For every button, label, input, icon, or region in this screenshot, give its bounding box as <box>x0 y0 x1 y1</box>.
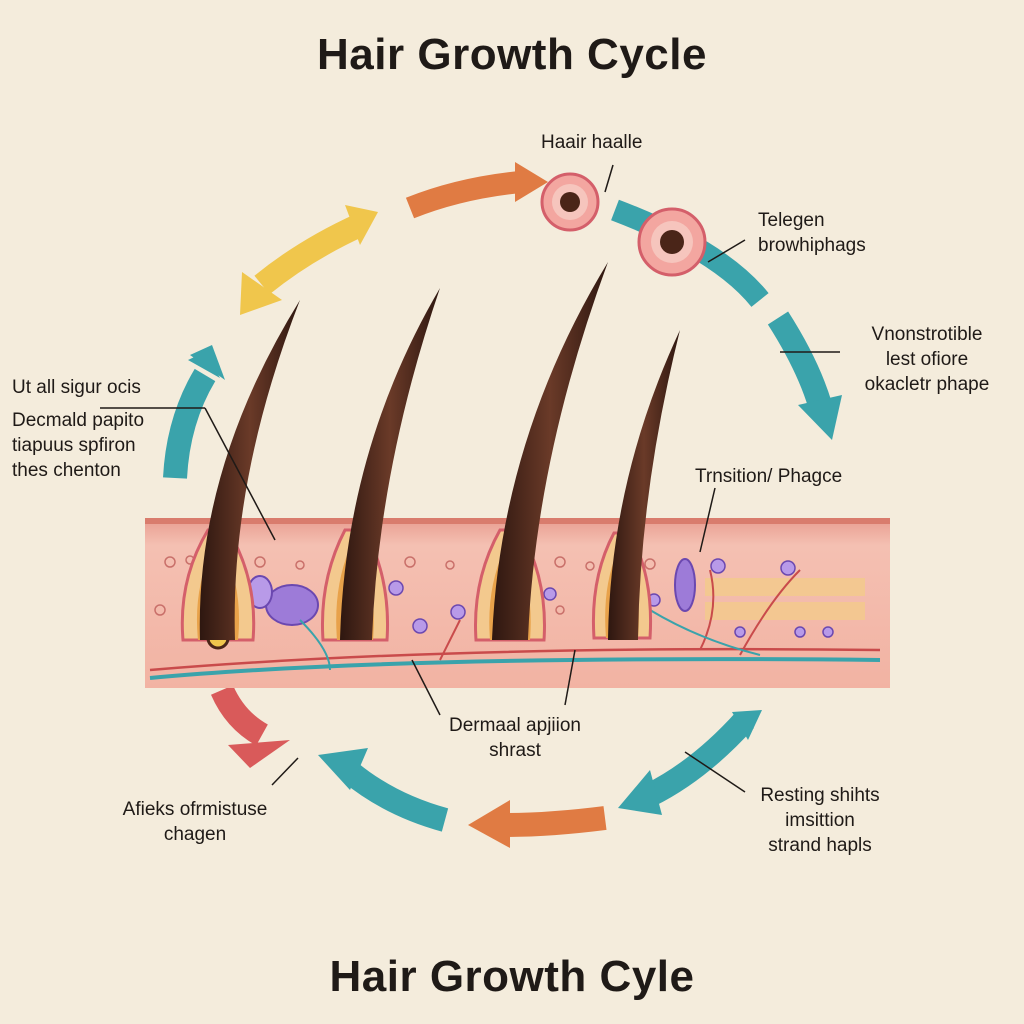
page-footer-title: Hair Growth Cyle <box>329 952 695 1001</box>
label-transition: Trnsition/ Phagce <box>695 466 843 487</box>
arrow-yellow-top-left <box>240 205 378 315</box>
label-left-line4: thes chenton <box>12 460 121 481</box>
label-dermal-line2: shrast <box>489 740 541 761</box>
label-left-line1: Ut all sigur ocis <box>12 377 141 398</box>
label-telogen: Telegen browhiphags <box>758 208 866 258</box>
hair-strand-icon-1 <box>199 300 300 640</box>
label-dermal: Dermaal apjiion shrast <box>430 713 600 763</box>
label-vnonstrotible: Vnonstrotible lest ofiore okacletr phape <box>852 322 1002 397</box>
label-left-line3: tiapuus spfiron <box>12 435 136 456</box>
hair-strand-icon-2 <box>340 288 440 640</box>
arrow-teal-left <box>163 345 225 479</box>
arrow-teal-bottom-right <box>618 710 762 815</box>
arrow-teal-bottom <box>318 748 449 832</box>
page-title: Hair Growth Cycle <box>317 30 707 79</box>
label-left: Ut all sigur ocis Decmald papito tiapuus… <box>12 375 144 483</box>
label-vnonstrotible-line2: lest ofiore <box>885 349 969 370</box>
leader-lines <box>100 164 840 793</box>
label-resting-line2: imsittion <box>785 810 855 831</box>
follicle-icon-right <box>637 207 707 277</box>
label-vnonstrotible-line1: Vnonstrotible <box>871 324 983 345</box>
label-resting-line3: strand hapls <box>768 835 872 856</box>
label-afieks-line1: Afieks ofrmistuse <box>122 799 268 820</box>
arrow-orange-bottom <box>468 800 607 848</box>
label-vnonstrotible-line3: okacletr phape <box>864 374 990 395</box>
label-resting: Resting shihts imsittion strand hapls <box>745 783 895 858</box>
arrow-orange-top <box>405 162 548 219</box>
label-hair-follicle: Haair haalle <box>541 132 643 153</box>
arrow-teal-right <box>767 311 842 440</box>
arrow-red-bottom-left <box>210 684 290 768</box>
label-telogen-line1: Telegen <box>758 210 825 231</box>
label-afieks-line2: chagen <box>163 824 227 845</box>
hair-strand-icon-3 <box>492 262 608 640</box>
label-left-line2: Decmald papito <box>12 410 145 431</box>
hair-strand-icon-4 <box>608 330 680 640</box>
follicle-icon-top <box>540 172 600 232</box>
label-resting-line1: Resting shihts <box>760 785 880 806</box>
label-telogen-line2: browhiphags <box>758 235 866 256</box>
label-dermal-line1: Dermaal apjiion <box>448 715 581 736</box>
label-afieks: Afieks ofrmistuse chagen <box>100 797 290 847</box>
